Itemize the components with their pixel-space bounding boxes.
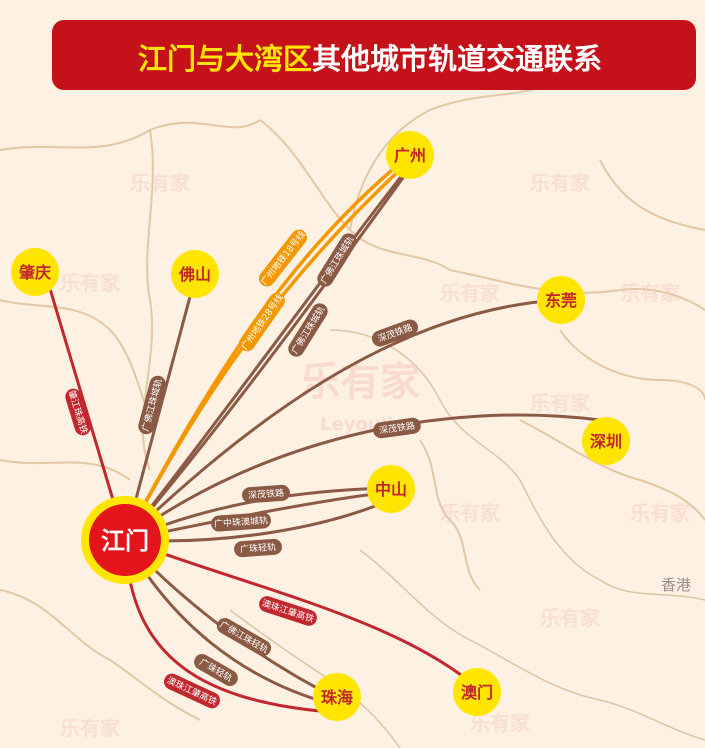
line-shenzhen [123,413,602,542]
label-shenzhen: 深茂铁路 [373,417,421,439]
svg-text:深茂铁路: 深茂铁路 [248,487,285,501]
city-markers: 广州 肇庆 佛山 东莞 深圳 中山 珠海 澳门 香港 [11,131,691,721]
svg-text:广中珠澳城轨: 广中珠澳城轨 [214,514,269,530]
line-zhaoqing [43,270,127,542]
svg-text:深圳: 深圳 [590,432,622,451]
svg-text:中山: 中山 [375,480,407,499]
watermark: 乐有家 [60,271,121,295]
watermark: 乐有家 [60,716,121,740]
svg-text:广珠轻轨: 广珠轻轨 [240,541,277,555]
city-jiangmen-hub: 江门 [81,496,169,584]
city-macau: 澳门 [453,668,501,716]
svg-text:澳门: 澳门 [461,683,493,702]
watermarks: 乐有家 Leyoujia 乐有家 乐有家 乐有家 乐有家 乐有家 乐有家 乐有家… [60,171,691,740]
line-labels: 肇江珠高铁 广佛江珠城轨 广州地铁18号线 广州地铁28号线 广佛江珠城轨 广佛… [65,229,421,709]
watermark: 乐有家 [630,501,691,525]
label-guangzhong: 广中珠澳城轨 [211,512,271,532]
rail-lines [43,153,602,714]
svg-text:珠海: 珠海 [321,688,353,707]
line-macau-hsr [123,538,482,692]
line-dongguan [123,298,562,542]
page-title: 江门与大湾区其他城市轨道交通联系 [138,42,602,76]
svg-text:江门: 江门 [101,527,149,555]
svg-text:佛山: 佛山 [178,265,211,284]
line-gz-metro28 [123,163,407,542]
title-banner: 江门与大湾区其他城市轨道交通联系 [52,20,696,90]
label-guangzhu-light: 广珠轻轨 [234,538,282,558]
svg-text:广州: 广州 [394,146,426,165]
boundary-lines [0,79,705,721]
watermark-center: 乐有家 [300,359,420,405]
city-foshan: 佛山 [171,250,219,298]
line-gz-city-2 [123,173,407,542]
line-foshan [123,276,197,542]
svg-text:东莞: 东莞 [545,291,577,310]
watermark: 乐有家 [530,391,591,415]
city-zhongshan: 中山 [367,465,415,513]
watermark: 乐有家 [440,501,501,525]
city-shenzhen: 深圳 [582,417,630,465]
city-hongkong: 香港 [661,576,691,594]
city-dongguan: 东莞 [537,276,585,324]
watermark: 乐有家 [440,281,501,305]
watermark: 乐有家 [620,281,681,305]
label-zhongshan: 深茂铁路 [242,484,290,504]
city-zhuhai: 珠海 [313,673,361,721]
title-background [52,20,696,90]
city-zhaoqing: 肇庆 [11,248,59,296]
watermark: 乐有家 [130,171,191,195]
line-gz-city [123,163,412,542]
svg-text:肇庆: 肇庆 [18,263,51,282]
city-guangzhou: 广州 [386,131,434,179]
watermark: 乐有家 [530,171,591,195]
watermark: 乐有家 [540,606,601,630]
